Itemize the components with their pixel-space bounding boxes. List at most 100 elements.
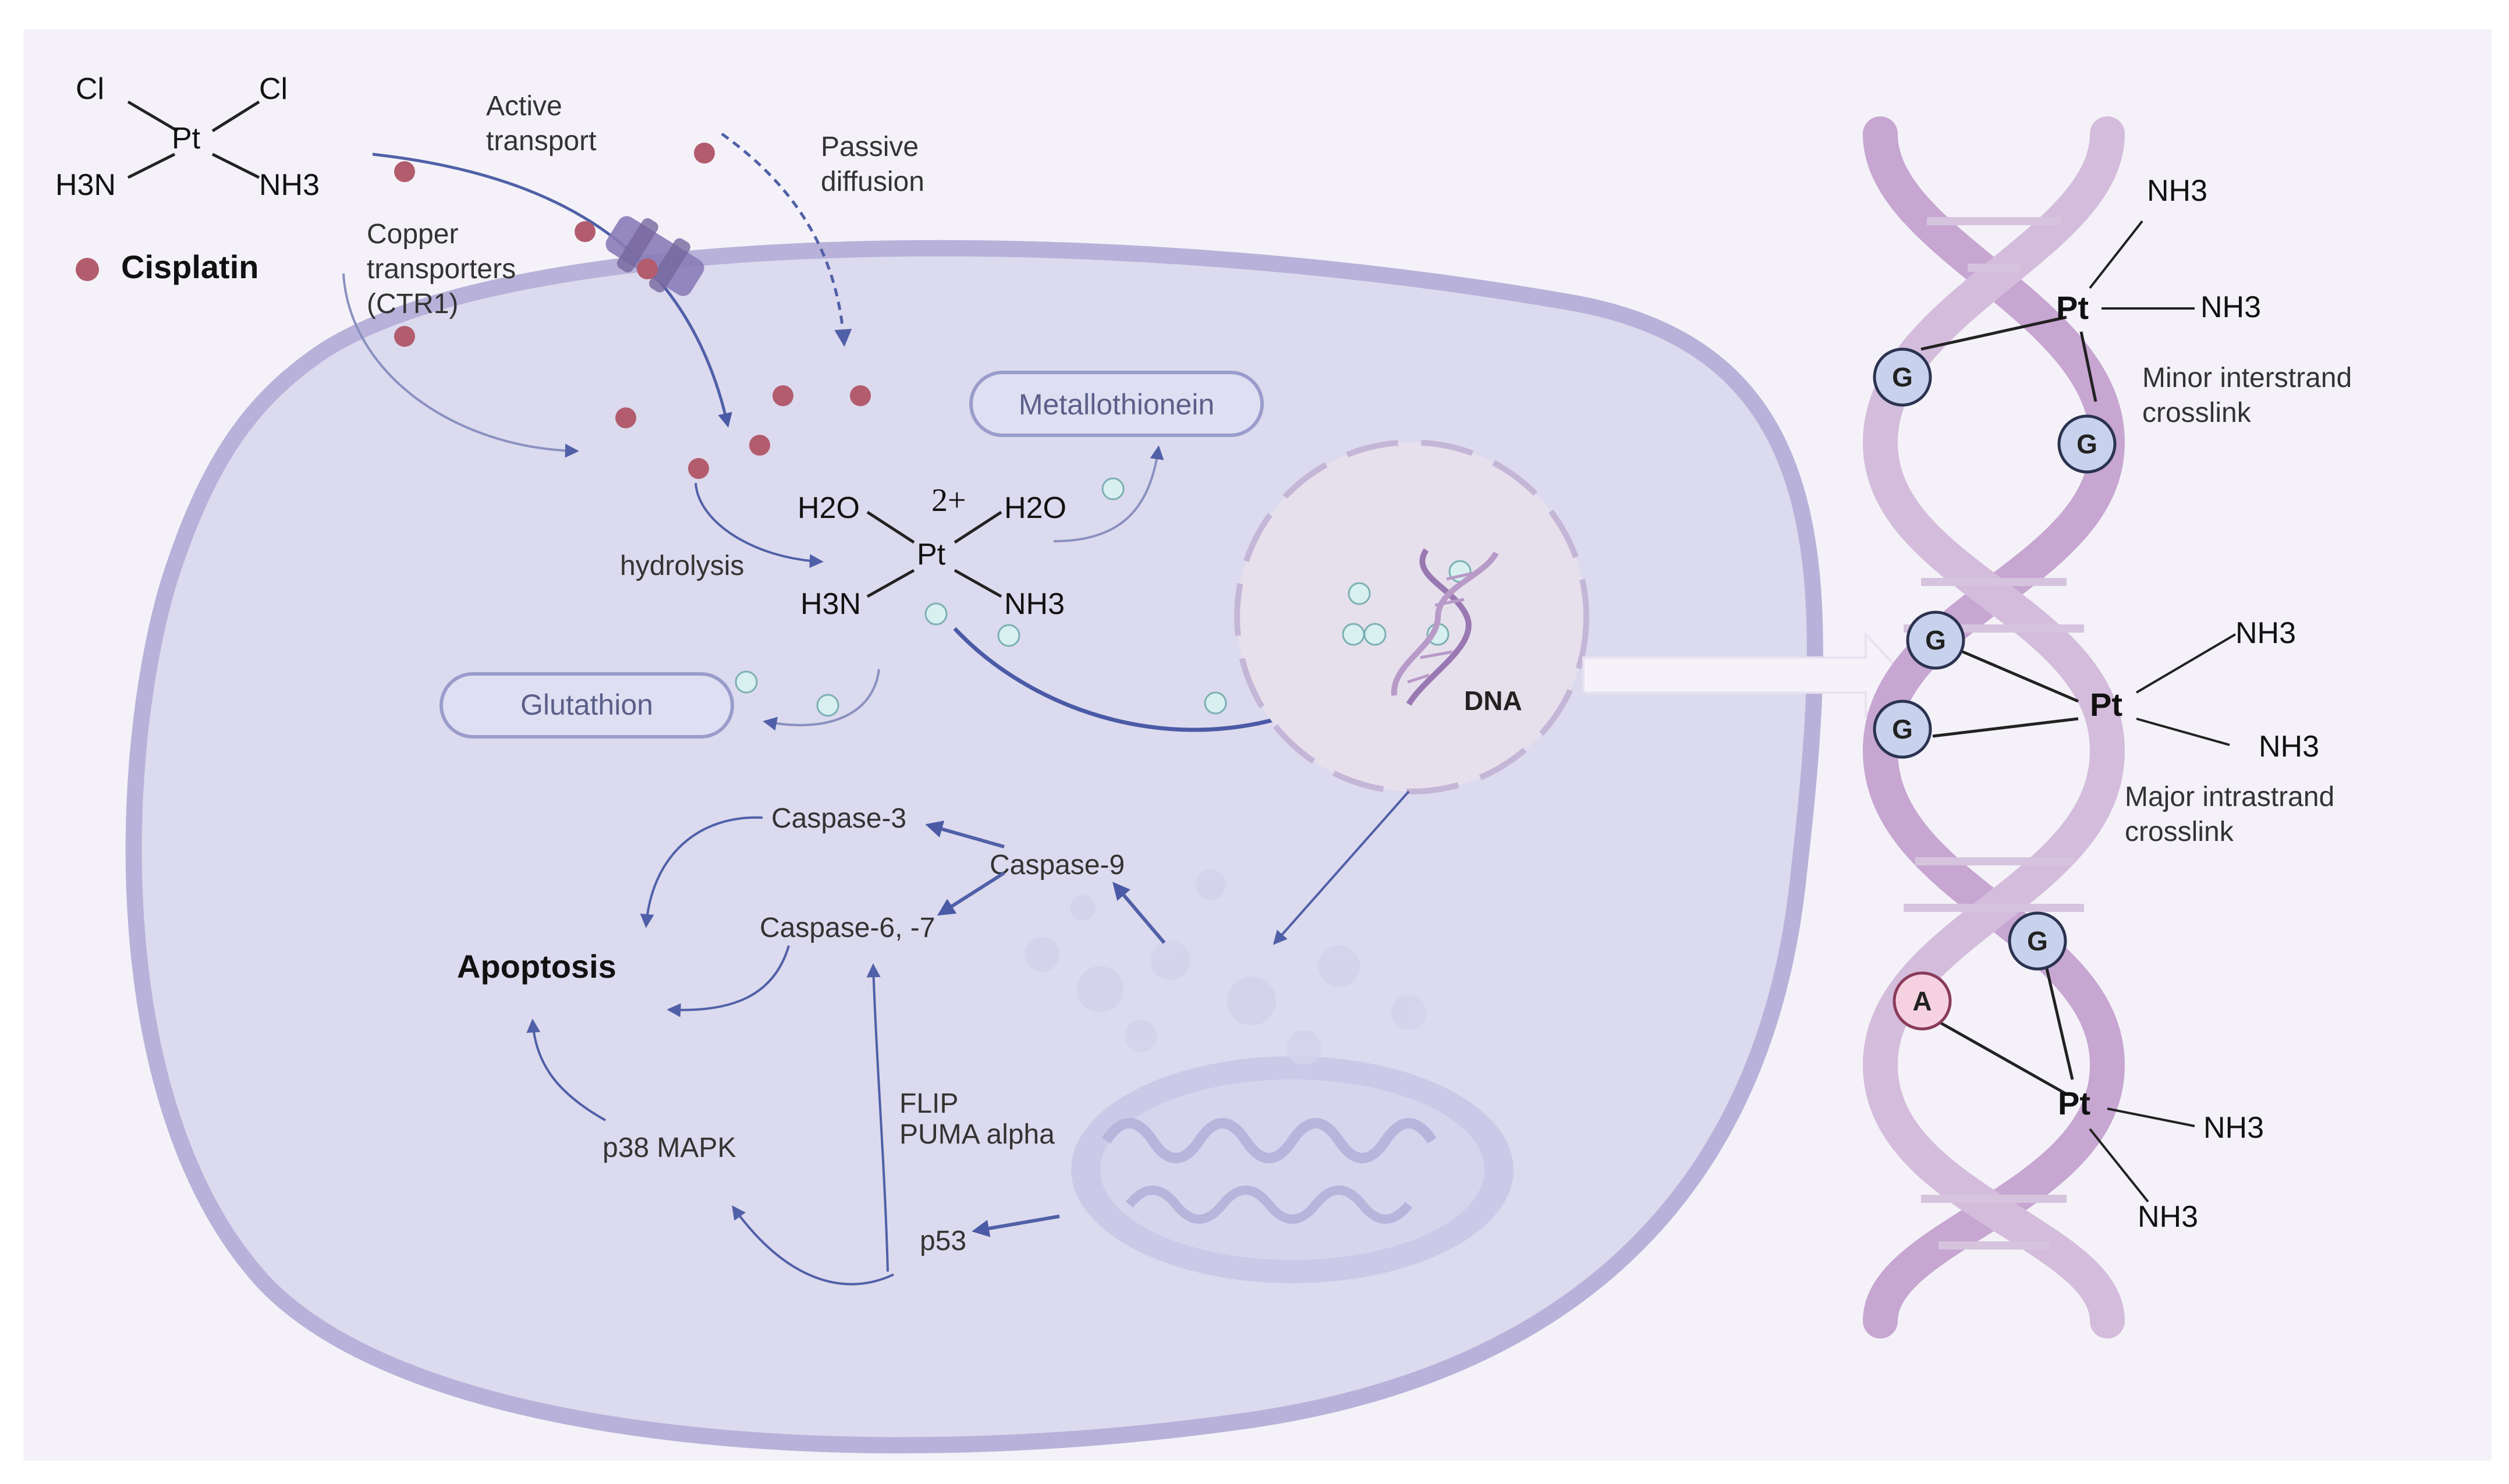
third-nh3-right: NH3 <box>2203 1111 2264 1145</box>
hydrolysis-arrow <box>694 482 824 569</box>
bond-line <box>2135 633 2237 694</box>
minor-nh3-top: NH3 <box>2147 174 2207 208</box>
dna-strand <box>1391 551 1499 696</box>
aquated-dot <box>997 624 1020 647</box>
fragment <box>1077 966 1124 1013</box>
caspase-9-label: Caspase-9 <box>990 850 1125 881</box>
bond-line <box>1932 717 2079 738</box>
cisplatin-dot <box>575 221 596 242</box>
transporter-channel <box>616 218 658 273</box>
major-intrastrand-adduct: G G Pt NH3 NH3 Major intrastrand crossli… <box>1873 610 2334 847</box>
passive-diffusion-label-1: Passive <box>821 132 919 162</box>
bond-line <box>2044 965 2074 1080</box>
nh3-group: NH3 <box>259 168 320 202</box>
nucleotide-g <box>2057 414 2117 474</box>
dna-helix <box>1862 116 2125 1339</box>
bond-line <box>954 510 1002 544</box>
caspase67-to-apoptosis-arrow <box>667 945 790 1017</box>
fragment <box>1150 940 1190 980</box>
bond-line <box>866 569 915 598</box>
dna-rung <box>1407 673 1430 684</box>
bond-line <box>2089 220 2143 289</box>
cell-membrane <box>125 240 1823 1454</box>
charge-label: 2+ <box>931 482 966 519</box>
fragment <box>1227 977 1276 1025</box>
aquated-dot <box>1348 582 1371 605</box>
mitochondria-to-caspase9-arrow <box>1112 882 1166 944</box>
metallothionein-arrow <box>1053 445 1164 542</box>
major-nh3-top: NH3 <box>2235 616 2296 650</box>
dna-strand <box>1406 548 1472 706</box>
minor-pt: Pt <box>2056 289 2089 326</box>
puma-alpha-label: PUMA alpha <box>899 1119 1055 1150</box>
cisplatin-dot <box>615 407 636 428</box>
transporter-body <box>605 216 704 296</box>
aquated-dot <box>1101 477 1125 500</box>
dna-rung <box>1420 650 1453 659</box>
cisplatin-dot <box>394 326 415 347</box>
nucleotide-g-label: G <box>1925 625 1946 655</box>
minor-nh3-right: NH3 <box>2200 290 2261 324</box>
bond-line <box>211 100 260 133</box>
dna-rung <box>1434 598 1465 607</box>
fragment <box>1196 869 1226 900</box>
cisplatin-dot <box>850 385 871 406</box>
mitochondria-to-p53-arrow <box>972 1215 1060 1237</box>
dna-icon <box>1391 548 1499 706</box>
major-pt: Pt <box>2090 686 2122 723</box>
major-nh3-bottom: NH3 <box>2259 730 2319 764</box>
minor-interstrand-adduct: G G Pt NH3 NH3 Minor interstrand crossli… <box>1873 174 2352 474</box>
cisplatin-dot <box>772 385 793 406</box>
active-transport-label-1: Active <box>486 91 562 122</box>
bond-line <box>2136 718 2230 746</box>
nucleotide-g <box>1906 610 1965 670</box>
cisplatin-dot <box>637 258 658 279</box>
mitochondrion <box>1025 869 1514 1283</box>
p53-to-caspase67-arrow <box>866 963 889 1272</box>
metallothionein-label: Metallothionein <box>1019 388 1214 421</box>
fragment <box>1287 1030 1321 1065</box>
aquated-dot <box>735 670 758 694</box>
dna-rung <box>1446 571 1473 581</box>
fragment <box>1070 895 1096 921</box>
caspase3-to-apoptosis-arrow <box>640 816 763 928</box>
dna-label: DNA <box>1464 686 1522 716</box>
copper-transporter-arrow <box>342 273 579 458</box>
fragment <box>1125 1020 1157 1052</box>
caspase-3-label: Caspase-3 <box>771 803 906 834</box>
bond-line <box>954 569 1002 598</box>
cl-right-atom: Cl <box>259 72 288 106</box>
cisplatin-dot <box>694 143 715 164</box>
pt-atom: Pt <box>172 122 201 155</box>
minor-label-2: crosslink <box>2142 397 2252 428</box>
caspase9-to-caspase67-arrow <box>937 871 1005 916</box>
bond-line <box>1932 1017 2068 1096</box>
h2o-right: H2O <box>1004 491 1066 525</box>
glutathion-label: Glutathion <box>520 688 653 721</box>
cisplatin-structure: Cl Cl Pt H3N NH3 Cisplatin <box>55 72 320 285</box>
minor-label-1: Minor interstrand <box>2142 363 2352 393</box>
cristae <box>1125 1185 1413 1224</box>
cisplatin-dot <box>688 458 709 479</box>
hydrolysis-label: hydrolysis <box>620 551 744 581</box>
aquated-nh3: NH3 <box>1004 587 1065 621</box>
h3n-group: H3N <box>55 168 116 202</box>
copper-label-3: (CTR1) <box>367 289 458 319</box>
bond-line <box>127 100 179 133</box>
bond-line <box>127 152 176 179</box>
nucleotide-g <box>1873 347 1932 407</box>
bond-line <box>866 510 915 544</box>
nucleus-to-mitochondria-arrow <box>1273 790 1410 945</box>
third-nh3-bottom: NH3 <box>2138 1200 2198 1234</box>
aquated-dot <box>816 694 839 717</box>
bond-line <box>1955 647 2079 703</box>
nucleotide-a-label: A <box>1912 986 1932 1016</box>
glutathion-arrow <box>763 669 880 731</box>
dna-backbone-strand-a <box>1862 116 2125 1339</box>
bond-line <box>211 152 260 179</box>
mitochondrial-fragments <box>1025 869 1426 1065</box>
caspase9-to-caspase3-arrow <box>925 821 1005 848</box>
nucleotide-g <box>1873 700 1932 759</box>
